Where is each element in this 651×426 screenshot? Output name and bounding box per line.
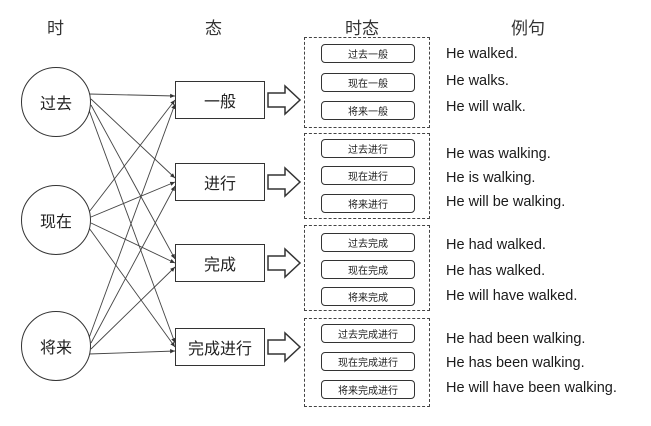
example-sentence: He has been walking.	[446, 355, 585, 371]
example-sentence: He will be walking.	[446, 194, 566, 210]
tense-item: 过去进行	[321, 139, 415, 158]
connector-line	[88, 227, 176, 348]
tense-item: 将来进行	[321, 194, 415, 213]
connector-line	[88, 93, 176, 99]
example-sentence: He was walking.	[446, 146, 551, 162]
block-arrow	[267, 331, 302, 363]
connector-line	[88, 349, 176, 355]
tense-group-simple: 过去一般 现在一般 将来一般	[304, 37, 430, 128]
aspect-box-perfect: 完成	[175, 244, 265, 282]
example-sentence: He walked.	[446, 46, 518, 62]
tense-item: 过去一般	[321, 44, 415, 63]
time-node-present: 现在	[21, 185, 91, 255]
example-sentence: He had been walking.	[446, 331, 586, 347]
connector-line	[90, 222, 176, 264]
connector-line	[90, 104, 176, 260]
connector-line	[90, 181, 176, 218]
connector-line	[90, 185, 176, 344]
connector-line	[90, 266, 176, 350]
aspect-box-simple: 一般	[175, 81, 265, 119]
example-sentence: He had walked.	[446, 237, 546, 253]
block-arrow	[267, 84, 302, 116]
example-sentence: He will have been walking.	[446, 380, 617, 396]
tense-item: 现在完成	[321, 260, 415, 279]
example-sentence: He will walk.	[446, 99, 526, 115]
header-example: 例句	[511, 19, 545, 39]
tense-item: 将来完成进行	[321, 380, 415, 399]
tense-item: 将来一般	[321, 101, 415, 120]
example-sentence: He will have walked.	[446, 288, 578, 304]
connector-line	[88, 109, 176, 344]
time-node-future: 将来	[21, 311, 91, 381]
tense-item: 现在完成进行	[321, 352, 415, 371]
aspect-box-progressive: 进行	[175, 163, 265, 201]
tense-group-perfect: 过去完成 现在完成 将来完成	[304, 225, 430, 311]
example-sentence: He walks.	[446, 73, 509, 89]
block-arrow	[267, 247, 302, 279]
tense-group-perfect-progressive: 过去完成进行 现在完成进行 将来完成进行	[304, 318, 430, 407]
tense-item: 过去完成	[321, 233, 415, 252]
time-node-past: 过去	[21, 67, 91, 137]
connector-line	[88, 103, 176, 339]
header-aspect: 态	[205, 19, 222, 39]
header-time: 时	[47, 19, 64, 39]
tense-item: 过去完成进行	[321, 324, 415, 343]
example-sentence: He has walked.	[446, 263, 546, 279]
connector-line	[88, 99, 176, 213]
example-sentence: He is walking.	[446, 170, 536, 186]
connector-line	[90, 98, 176, 179]
tense-item: 现在一般	[321, 73, 415, 92]
tense-item: 现在进行	[321, 166, 415, 185]
header-tense: 时态	[345, 19, 379, 39]
aspect-box-perfect-progressive: 完成进行	[175, 328, 265, 366]
block-arrow	[267, 166, 302, 198]
tense-item: 将来完成	[321, 287, 415, 306]
tense-group-progressive: 过去进行 现在进行 将来进行	[304, 133, 430, 219]
